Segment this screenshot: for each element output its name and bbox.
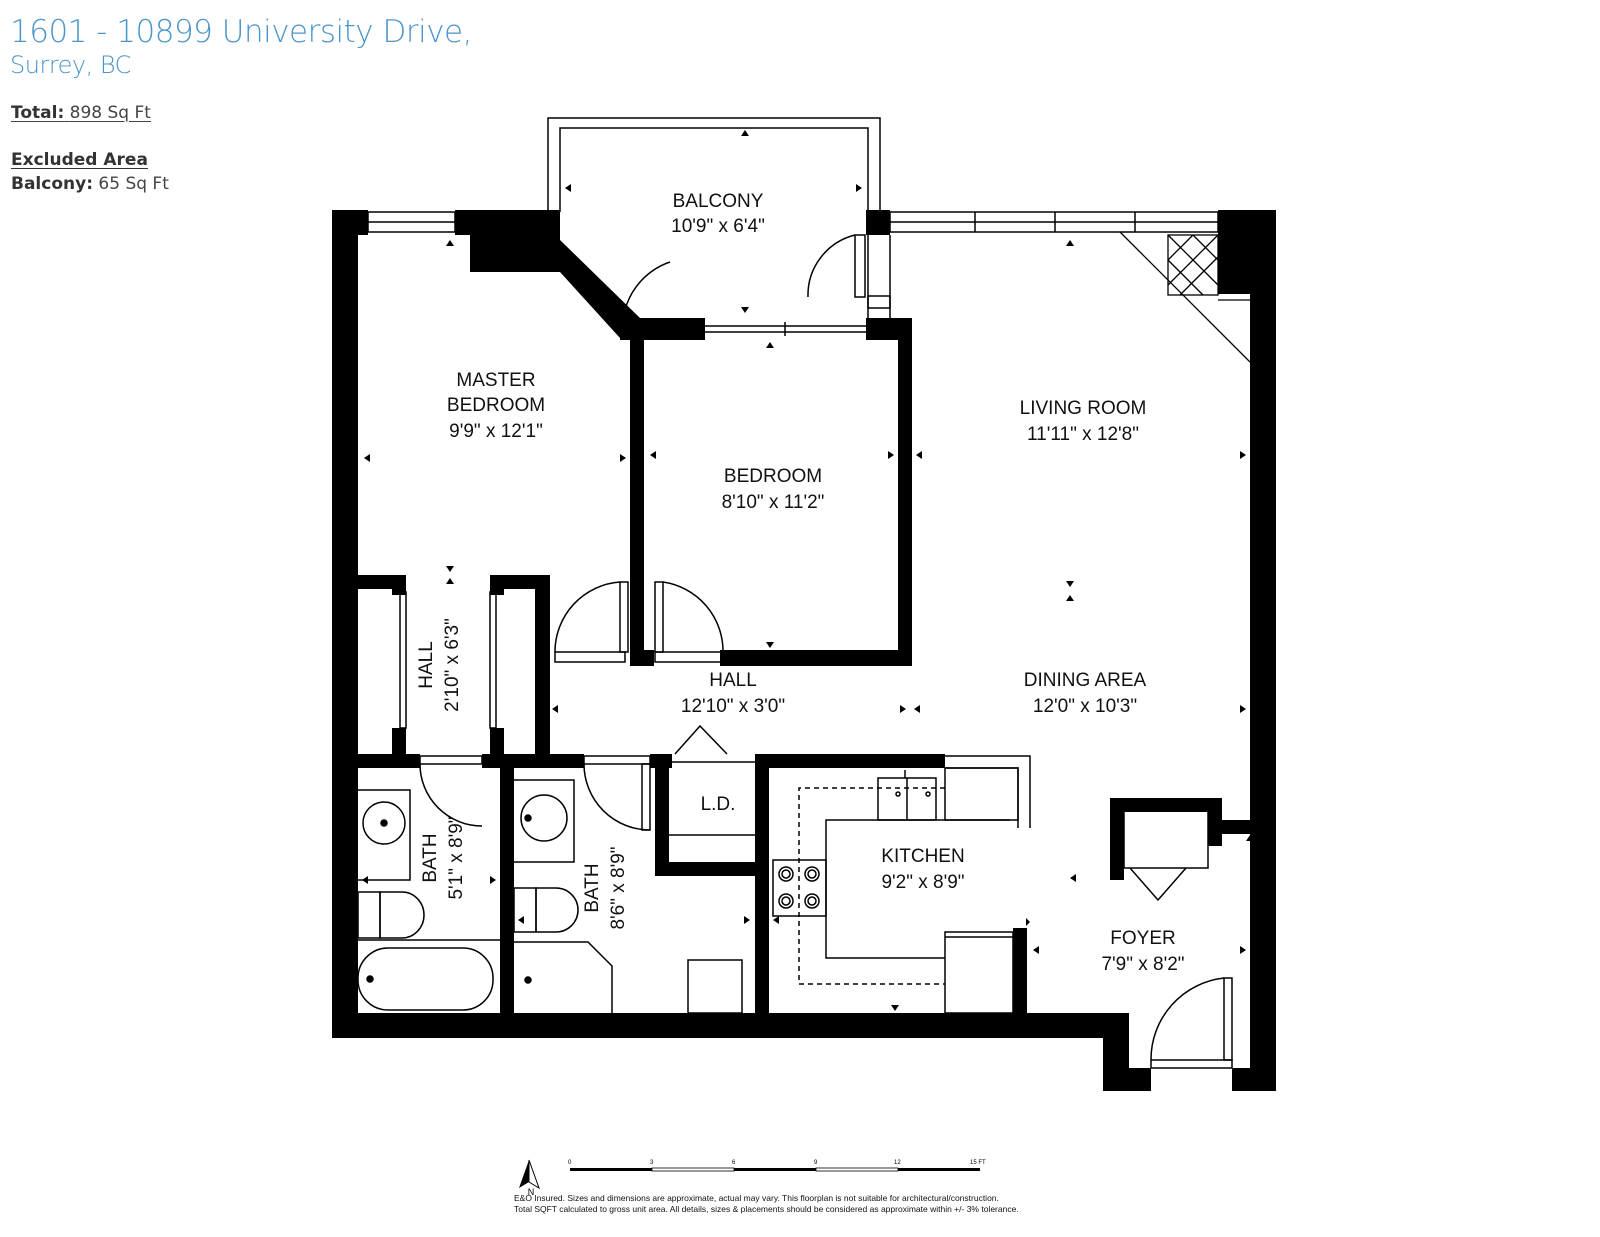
scale-tick-0: 0 [568, 1160, 572, 1166]
scale-tick-3: 3 [650, 1160, 654, 1166]
scale-tick-12: 12 [894, 1160, 901, 1166]
balcony-area: Balcony: 65 Sq Ft [11, 174, 169, 194]
total-label: Total: [11, 103, 65, 123]
kitchen-name: KITCHEN [881, 846, 964, 867]
bath-1-fixtures [357, 789, 500, 1011]
total-value: 898 Sq Ft [69, 103, 151, 123]
scale-tick-15: 15 FT [970, 1160, 986, 1166]
interior-walls [356, 322, 1253, 1026]
balcony-dims: 10'9" x 6'4" [671, 216, 765, 237]
address-line-2: Surrey, BC [10, 51, 131, 79]
balcony-value: 65 Sq Ft [98, 174, 169, 194]
windows [367, 211, 1219, 233]
hall-vertical-name: HALL [416, 641, 437, 689]
bath-2-dims: 8'6" x 8'9" [608, 846, 629, 929]
excluded-area-heading: Excluded Area [11, 150, 148, 170]
thin-walls [669, 724, 1209, 902]
hall-main-dims: 12'10" x 3'0" [681, 696, 785, 717]
balcony-label: Balcony: [11, 174, 93, 194]
living-room-dims: 11'11" x 12'8" [1027, 424, 1139, 445]
doors [399, 234, 1233, 1069]
address-line-1: 1601 - 10899 University Drive, [10, 14, 473, 50]
kitchen-fixtures [772, 755, 1031, 1014]
bedroom-name: BEDROOM [724, 466, 822, 487]
hall-vertical-dims: 2'10" x 6'3" [442, 618, 463, 712]
disclaimer-line-2: Total SQFT calculated to gross unit area… [514, 1204, 1019, 1214]
dimension-markers [362, 130, 1254, 1011]
total-area: Total: 898 Sq Ft [11, 103, 151, 123]
master-bedroom-dims: 9'9" x 12'1" [449, 421, 543, 442]
svg-text:N: N [528, 1187, 535, 1197]
living-room-name: LIVING ROOM [1020, 398, 1147, 419]
kitchen-dims: 9'2" x 8'9" [881, 872, 964, 893]
exterior-walls [332, 210, 1276, 1091]
scale-tick-6: 6 [732, 1160, 736, 1166]
bath-2-name: BATH [582, 863, 603, 912]
fireplace [1119, 231, 1251, 363]
bedroom-dims: 8'10" x 11'2" [722, 492, 825, 513]
north-arrow-icon: N [519, 1159, 540, 1197]
balcony-outline [547, 117, 891, 336]
balcony-name: BALCONY [673, 191, 764, 212]
scale-bar: 0 3 6 9 12 15 FT [568, 1160, 986, 1172]
master-bedroom-name-1: MASTER [456, 370, 535, 391]
hall-main-name: HALL [709, 670, 757, 691]
scale-tick-9: 9 [814, 1160, 818, 1166]
bath-1-name: BATH [420, 833, 441, 882]
foyer-dims: 7'9" x 8'2" [1101, 954, 1184, 975]
master-bedroom-name-2: BEDROOM [447, 395, 545, 416]
dining-area-dims: 12'0" x 10'3" [1033, 696, 1137, 717]
disclaimer-line-1: E&O Insured. Sizes and dimensions are ap… [514, 1193, 999, 1203]
bath-1-dims: 5'1" x 8'9" [446, 816, 467, 899]
bath-2-fixtures [513, 779, 743, 1014]
dining-area-name: DINING AREA [1024, 670, 1147, 691]
foyer-name: FOYER [1110, 928, 1175, 949]
laundry-name: L.D. [701, 794, 736, 815]
